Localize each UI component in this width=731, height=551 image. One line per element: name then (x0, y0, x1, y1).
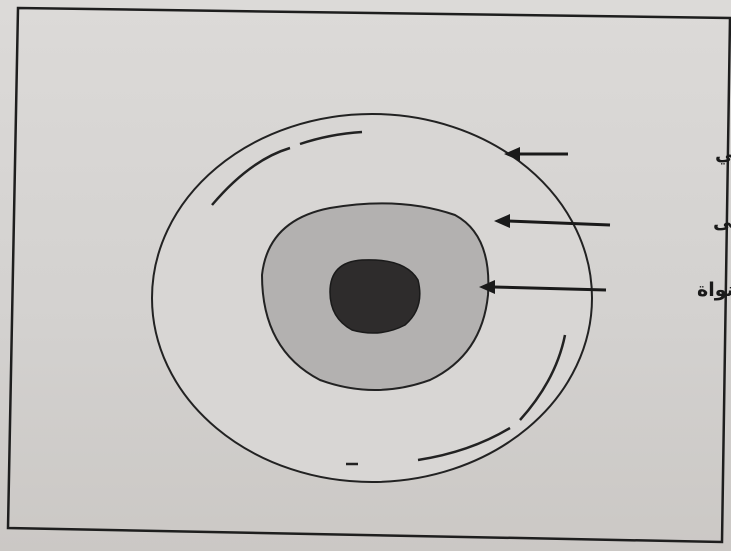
nucleus-label: النواة (697, 279, 731, 301)
nucleus (330, 260, 420, 333)
cytoplasm-label: الهيولى (713, 211, 731, 233)
membrane-label: غشاء هيولي (715, 143, 731, 165)
